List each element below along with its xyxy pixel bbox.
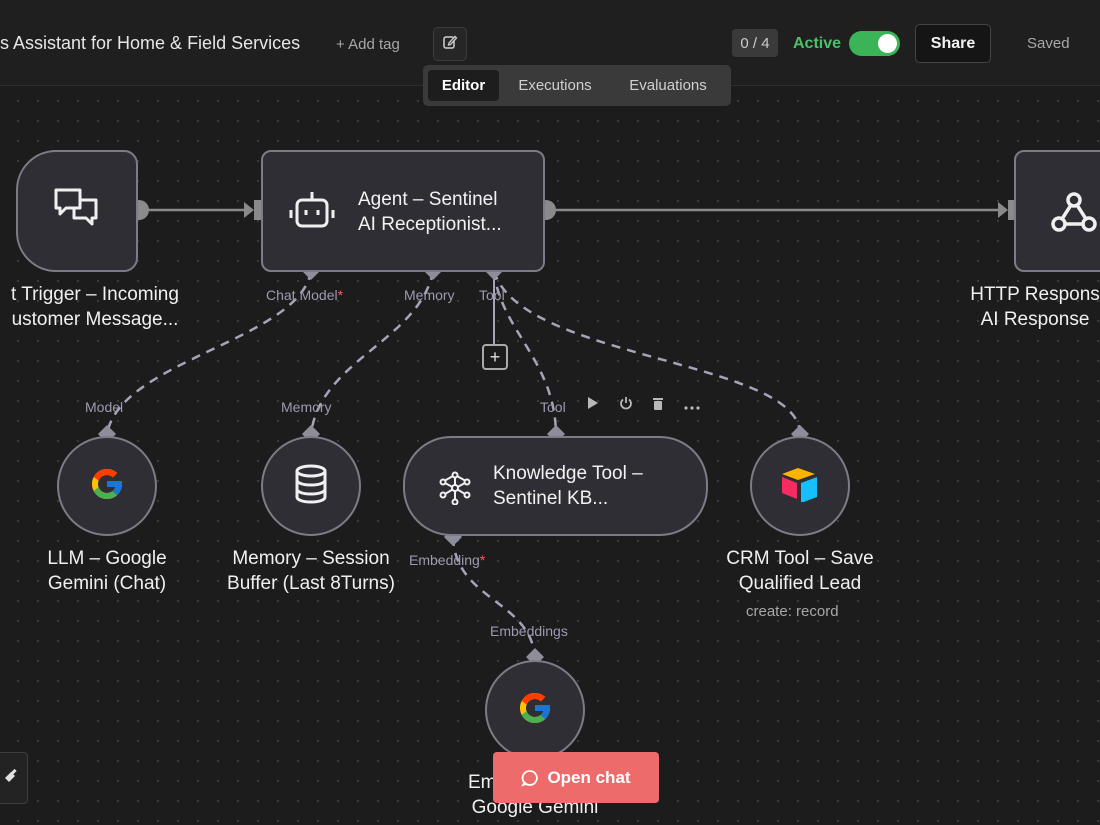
- tidy-up-button[interactable]: [0, 752, 28, 804]
- http-node-title: HTTP Respons AI Response: [950, 282, 1100, 332]
- embeddings-title-line1: Em: [468, 772, 497, 793]
- agent-node-title: Agent – Sentinel AI Receptionist...: [358, 187, 502, 237]
- input-handle[interactable]: [254, 200, 263, 220]
- add-tool-button[interactable]: +: [482, 344, 508, 370]
- delete-node-icon[interactable]: [652, 396, 664, 415]
- input-handle[interactable]: [1008, 200, 1017, 220]
- llm-title-line2: Gemini (Chat): [47, 573, 167, 594]
- chat-bubbles-icon: [52, 184, 102, 239]
- tab-evaluations[interactable]: Evaluations: [629, 77, 707, 94]
- top-header: s Assistant for Home & Field Services + …: [0, 0, 1100, 86]
- node-ai-agent[interactable]: Agent – Sentinel AI Receptionist...: [261, 150, 545, 272]
- view-tabs: Editor Executions Evaluations: [423, 65, 731, 106]
- memory-title-line1: Memory – Session: [232, 548, 390, 569]
- http-title-line1: HTTP Respons: [970, 284, 1100, 305]
- evaluation-counter: 0 / 4: [732, 29, 778, 57]
- crm-node-title: CRM Tool – Save Qualified Lead: [700, 546, 900, 596]
- vector-store-icon: [438, 471, 472, 510]
- knowledge-node-title: Knowledge Tool – Sentinel KB...: [493, 461, 643, 511]
- llm-title-line1: LLM – Google: [47, 548, 167, 569]
- open-chat-button[interactable]: Open chat: [493, 752, 659, 803]
- crm-title-line1: CRM Tool – Save: [726, 548, 874, 569]
- connection-tool-crm[interactable]: [492, 270, 802, 435]
- toggle-knob: [878, 34, 897, 53]
- agent-title-line1: Agent – Sentinel: [358, 189, 498, 210]
- share-button[interactable]: Share: [915, 24, 991, 63]
- port-label-memory-in: Memory: [281, 399, 332, 415]
- port-label-chat-model: Chat Model*: [266, 287, 344, 303]
- memory-node-title: Memory – Session Buffer (Last 8Turns): [206, 546, 416, 596]
- crm-node-subtitle: create: record: [746, 603, 839, 620]
- connection-embedding[interactable]: [451, 536, 537, 658]
- edit-description-button[interactable]: [433, 27, 467, 61]
- arrow-head: [998, 202, 1008, 218]
- node-crm-tool[interactable]: [750, 436, 850, 536]
- port-label-tool: Tool: [479, 287, 505, 303]
- node-embeddings-gemini[interactable]: [485, 660, 585, 760]
- knowledge-title-line1: Knowledge Tool –: [493, 463, 643, 484]
- llm-node-title: LLM – Google Gemini (Chat): [12, 546, 202, 596]
- memory-title-line2: Buffer (Last 8Turns): [227, 573, 395, 594]
- trigger-node-title: t Trigger – Incoming ustomer Message...: [0, 282, 200, 332]
- tab-editor[interactable]: Editor: [428, 70, 499, 101]
- http-title-line2: AI Response: [980, 309, 1090, 330]
- node-memory-buffer[interactable]: [261, 436, 361, 536]
- node-chat-trigger[interactable]: [16, 150, 138, 272]
- airtable-icon: [780, 466, 820, 507]
- knowledge-title-line2: Sentinel KB...: [493, 488, 609, 509]
- google-icon: [89, 466, 125, 507]
- edit-icon: [442, 34, 458, 55]
- database-icon: [293, 464, 329, 509]
- chat-bubble-icon: [521, 769, 539, 787]
- plus-icon: +: [489, 347, 501, 367]
- trigger-title-line2: ustomer Message...: [11, 309, 179, 330]
- active-toggle[interactable]: [849, 31, 900, 56]
- node-http-response[interactable]: [1014, 150, 1100, 272]
- more-options-icon[interactable]: [684, 398, 700, 416]
- arrow-head: [244, 202, 254, 218]
- robot-icon: [289, 190, 335, 237]
- crm-title-line2: Qualified Lead: [738, 573, 862, 594]
- connection-tool-knowledge[interactable]: [492, 270, 558, 435]
- port-label-embedding: Embedding*: [409, 552, 486, 568]
- add-tag-button[interactable]: + Add tag: [336, 36, 400, 53]
- active-label: Active: [793, 35, 842, 52]
- node-knowledge-tool[interactable]: Knowledge Tool – Sentinel KB...: [403, 436, 708, 536]
- connection-memory[interactable]: [309, 270, 435, 435]
- port-label-embeddings-in: Embeddings: [490, 623, 568, 639]
- saved-status: Saved: [1027, 35, 1070, 52]
- port-label-model: Model: [85, 399, 124, 415]
- tab-executions[interactable]: Executions: [518, 77, 592, 94]
- webhook-icon: [1049, 188, 1099, 239]
- trigger-title-line1: t Trigger – Incoming: [11, 284, 179, 305]
- deactivate-node-icon[interactable]: [619, 396, 633, 415]
- broom-icon: [3, 768, 19, 789]
- google-icon: [517, 690, 553, 731]
- port-label-tool-in: Tool: [540, 399, 566, 415]
- port-label-memory: Memory: [404, 287, 455, 303]
- execute-node-icon[interactable]: [587, 396, 599, 415]
- node-llm-gemini[interactable]: [57, 436, 157, 536]
- workflow-title[interactable]: s Assistant for Home & Field Services: [0, 33, 301, 53]
- connection-chat-model[interactable]: [105, 270, 313, 435]
- open-chat-label: Open chat: [547, 767, 631, 787]
- agent-title-line2: AI Receptionist...: [358, 214, 502, 235]
